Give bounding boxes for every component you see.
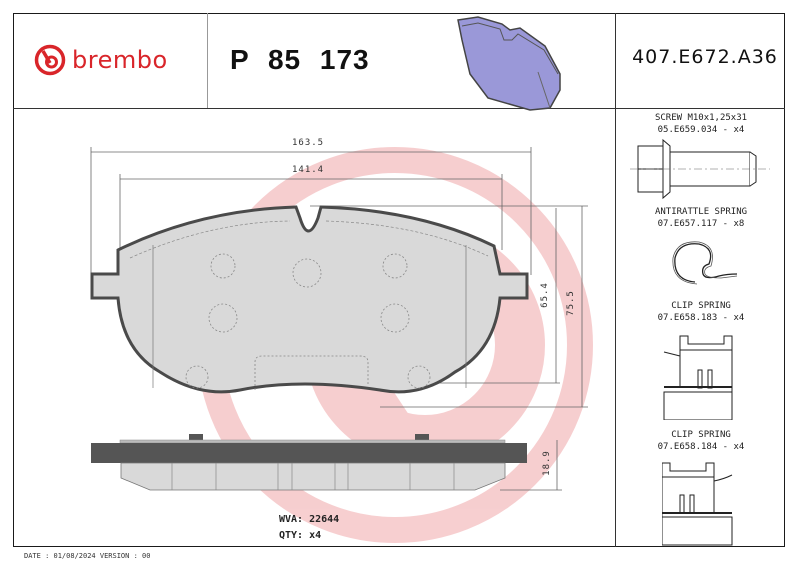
wva-number: WVA: 22644: [279, 514, 340, 525]
brake-pad-3d-icon: [457, 16, 561, 111]
dim-total-height: 75.5: [565, 290, 576, 316]
header-divider: [13, 108, 785, 109]
accessory-name: SCREW M10x1,25x31: [654, 113, 748, 123]
brake-pad-side-view: [91, 434, 527, 491]
brake-pad-front-view: [90, 205, 529, 394]
clip-spring-icon: [663, 335, 733, 420]
brand-logo: brembo: [34, 44, 168, 76]
screw-icon: [630, 138, 770, 200]
accessory-screw: SCREW M10x1,25x31 05.E659.034 - x4: [616, 112, 786, 136]
accessory-code: 07.E658.183 - x4: [657, 313, 745, 323]
antirattle-spring-icon: [672, 241, 738, 285]
info-block: WVA: 22644 QTY: x4: [279, 512, 339, 544]
brembo-logo-icon: [34, 44, 66, 76]
drawing-frame: [13, 13, 785, 547]
side-panel-divider: [615, 13, 616, 547]
accessory-clip-spring-184: CLIP SPRING 07.E658.184 - x4: [616, 429, 786, 453]
clip-spring-icon: [662, 462, 733, 546]
accessory-clip-spring-183: CLIP SPRING 07.E658.183 - x4: [616, 300, 786, 324]
header-divider-1: [207, 13, 208, 108]
accessory-name: CLIP SPRING: [671, 430, 731, 440]
brand-name: brembo: [72, 46, 168, 74]
dim-thickness: 18.9: [541, 450, 552, 476]
quantity: QTY: x4: [279, 530, 322, 541]
dim-friction-width: 141.4: [292, 165, 325, 175]
dim-total-width: 163.5: [292, 138, 325, 148]
accessory-code: 07.E658.184 - x4: [657, 442, 745, 452]
product-code: P 85 173: [230, 44, 370, 75]
accessory-name: CLIP SPRING: [671, 301, 731, 311]
footer-date-version: DATE : 01/08/2024 VERSION : 00: [24, 552, 151, 560]
accessory-code: 05.E659.034 - x4: [657, 125, 745, 135]
accessory-name: ANTIRATTLE SPRING: [654, 207, 748, 217]
dimension-lines: [90, 147, 588, 491]
accessory-code: 07.E657.117 - x8: [657, 219, 745, 229]
reference-code: 407.E672.A36: [632, 46, 778, 68]
accessory-antirattle-spring: ANTIRATTLE SPRING 07.E657.117 - x8: [616, 206, 786, 230]
